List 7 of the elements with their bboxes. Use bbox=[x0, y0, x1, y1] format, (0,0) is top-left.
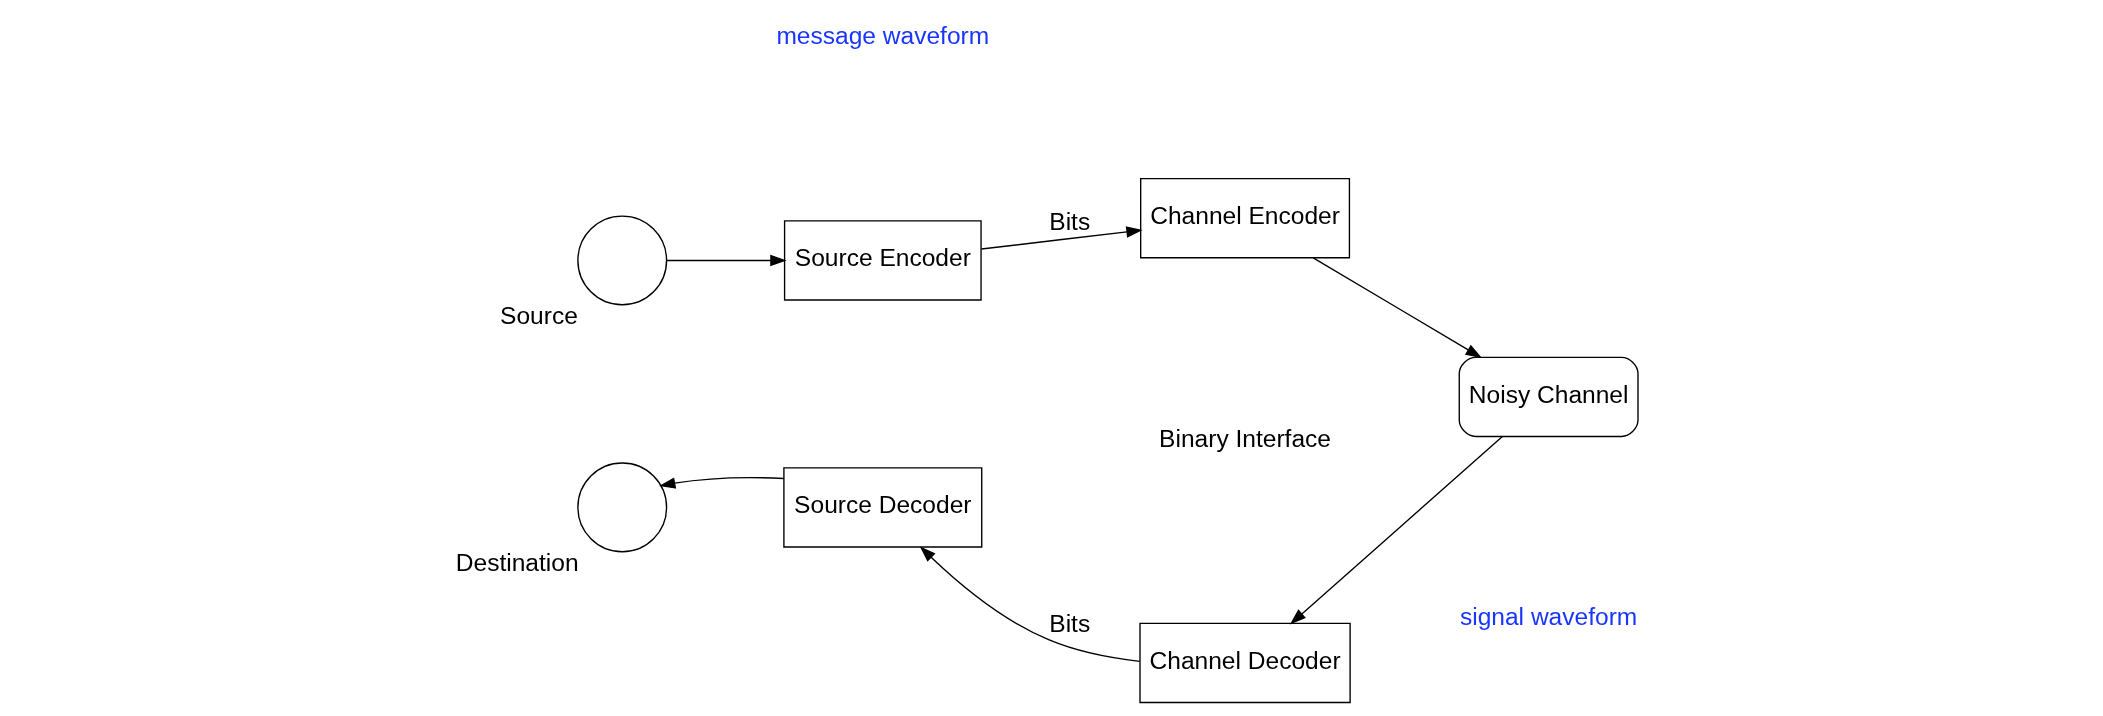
node-label: Destination bbox=[455, 549, 579, 577]
edge-label: Bits bbox=[1048, 610, 1090, 638]
label: Binary Interface bbox=[1158, 424, 1331, 452]
label: message waveform bbox=[775, 22, 989, 50]
label: signal waveform bbox=[1459, 603, 1637, 631]
edge-label: Bits bbox=[1048, 207, 1090, 235]
node-label: Source bbox=[499, 302, 578, 330]
